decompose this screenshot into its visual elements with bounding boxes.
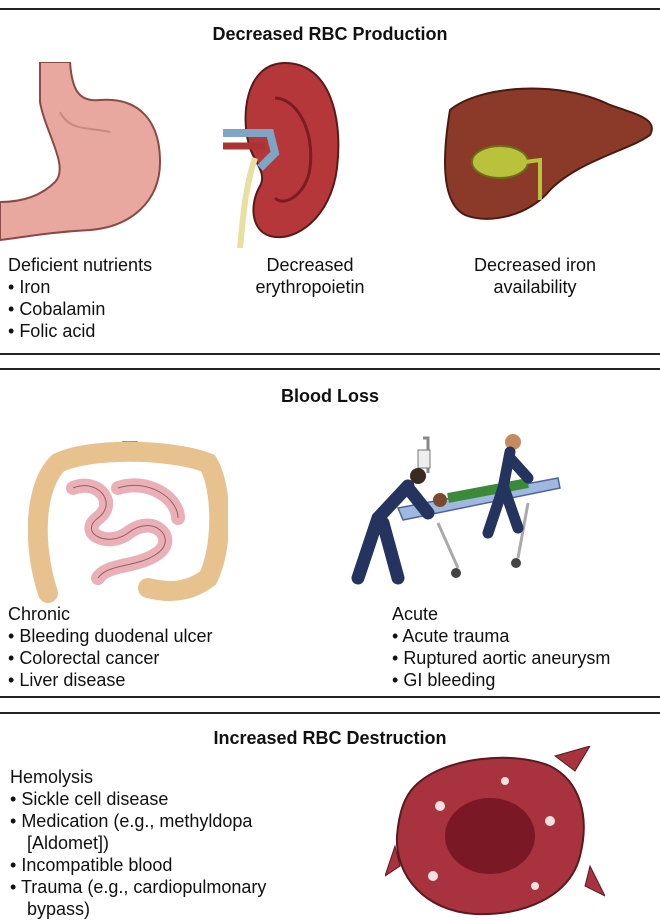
- liver-caption-line1: Decreased iron: [473, 255, 597, 275]
- kidney-illustration: [223, 61, 340, 248]
- list-item: • Trauma (e.g., cardiopulmonary: [10, 877, 267, 897]
- list-item: Ruptured aortic aneurysm: [392, 647, 610, 669]
- list-item-text: Trauma (e.g., cardiopulmonary: [20, 877, 267, 897]
- list-item: GI bleeding: [392, 669, 610, 691]
- panel-title: Blood Loss: [281, 386, 379, 406]
- list-item: Folic acid: [8, 320, 105, 342]
- kidney-caption: Decreased erythropoietin: [230, 254, 390, 298]
- list-item: Iron: [8, 276, 105, 298]
- chronic-list: Bleeding duodenal ulcer Colorectal cance…: [8, 625, 212, 691]
- stomach-illustration: [0, 62, 162, 242]
- chronic-heading: Chronic: [8, 604, 71, 624]
- list-item-continuation: bypass): [27, 899, 91, 919]
- panel-title: Increased RBC Destruction: [213, 728, 447, 748]
- hemolysis-list: • Sickle cell disease • Medication (e.g.…: [10, 788, 266, 920]
- acute-heading: Acute: [392, 604, 439, 624]
- panel-decreased-production: Decreased RBC Production Deficient nutri…: [0, 8, 660, 355]
- kidney-caption-line2: erythropoietin: [255, 277, 365, 297]
- nutrients-heading: Deficient nutrients: [8, 255, 153, 275]
- list-item: Cobalamin: [8, 298, 105, 320]
- liver-caption: Decreased iron availability: [445, 254, 625, 298]
- panel-rbc-destruction: Increased RBC Destruction Hemolysis • Si…: [0, 712, 660, 919]
- list-item: Bleeding duodenal ulcer: [8, 625, 212, 647]
- list-item-text: Medication (e.g., methyldopa: [21, 811, 253, 831]
- list-item: Acute trauma: [392, 625, 610, 647]
- list-item: • Medication (e.g., methyldopa: [10, 811, 253, 831]
- list-item: Colorectal cancer: [8, 647, 212, 669]
- intestines-illustration: [28, 441, 228, 603]
- list-item-continuation: [Aldomet]): [27, 833, 110, 853]
- panel-title: Decreased RBC Production: [212, 24, 448, 44]
- liver-caption-line2: availability: [493, 277, 577, 297]
- panel-blood-loss: Blood Loss Chronic Bleeding duodenal ulc…: [0, 368, 660, 698]
- list-item-text: Sickle cell disease: [21, 789, 169, 809]
- list-item: • Sickle cell disease: [10, 789, 169, 809]
- nutrients-list: Iron Cobalamin Folic acid: [8, 276, 105, 342]
- kidney-caption-line1: Decreased: [266, 255, 354, 275]
- ruptured-rbc-illustration: [385, 746, 605, 916]
- liver-illustration: [444, 87, 653, 220]
- stretcher-illustration: [351, 434, 561, 585]
- list-item-text: Incompatible blood: [21, 855, 173, 875]
- acute-list: Acute trauma Ruptured aortic aneurysm GI…: [392, 625, 610, 691]
- hemolysis-heading: Hemolysis: [10, 767, 94, 787]
- list-item: Liver disease: [8, 669, 212, 691]
- list-item: • Incompatible blood: [10, 855, 173, 875]
